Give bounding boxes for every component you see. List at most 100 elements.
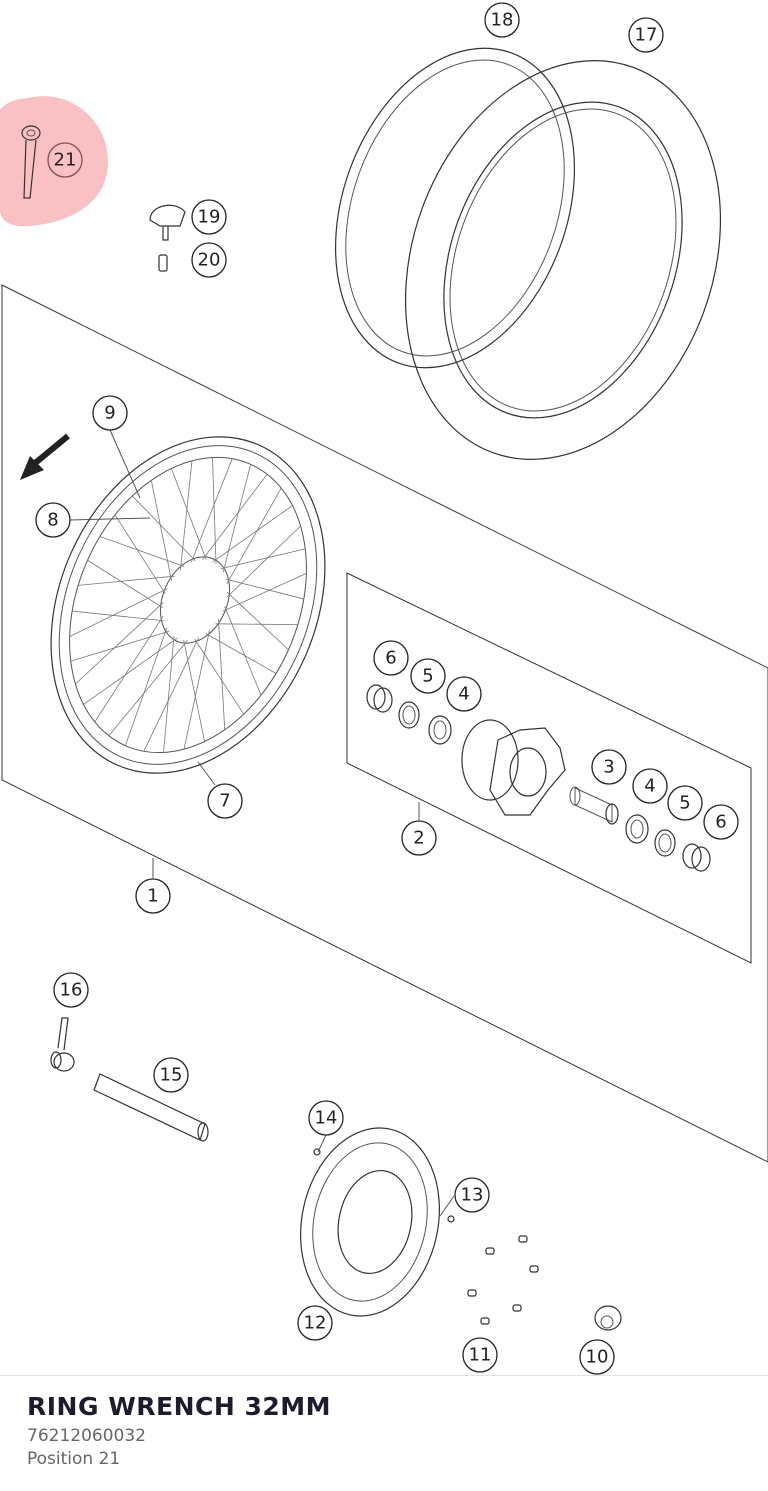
axle-clamp-part[interactable]	[50, 1017, 75, 1072]
callout-18[interactable]: 18	[484, 2, 520, 38]
disc-screw-part[interactable]	[313, 1148, 321, 1156]
wheel-spoke	[171, 468, 207, 561]
collar-nut-part[interactable]	[594, 1305, 622, 1331]
callout-10[interactable]: 10	[579, 1339, 615, 1375]
callout-1[interactable]: 1	[135, 878, 171, 914]
wheel-spoke	[94, 615, 164, 723]
wheel-spoke	[180, 460, 193, 570]
svg-text:3: 3	[603, 757, 614, 778]
spoked-wheel-part[interactable]	[0, 393, 376, 817]
callout-6-left[interactable]: 6	[373, 640, 409, 676]
wheel-spoke	[124, 627, 168, 746]
shaft-seal-left-part[interactable]	[398, 701, 420, 729]
svg-text:6: 6	[385, 648, 396, 669]
valve-nut-part[interactable]	[158, 254, 168, 272]
wheel-spoke	[69, 588, 168, 637]
wheel-spoke	[83, 637, 178, 705]
wheel-spoke	[150, 480, 172, 581]
callout-3[interactable]: 3	[591, 749, 627, 785]
bearing-left-part[interactable]	[428, 715, 452, 745]
wheel-spoke	[78, 575, 175, 586]
svg-text:7: 7	[219, 791, 230, 812]
wheel-spoke	[190, 458, 233, 563]
callout-2[interactable]: 2	[401, 820, 437, 856]
svg-text:21: 21	[54, 150, 77, 171]
shaft-seal-right-part[interactable]	[654, 829, 676, 857]
wheel-assembly-frame	[1, 284, 768, 1163]
wheel-spoke	[222, 464, 252, 573]
svg-text:9: 9	[104, 403, 115, 424]
wheel-spoke	[226, 525, 301, 598]
wheel-spoke	[143, 637, 200, 752]
wheel-spoke	[183, 639, 206, 742]
part-position: Position 21	[27, 1449, 121, 1469]
svg-text:4: 4	[458, 684, 469, 705]
callout-21-selected[interactable]: 21	[47, 142, 83, 178]
wheel-hub-part[interactable]	[461, 719, 566, 816]
callout-14[interactable]: 14	[308, 1100, 344, 1136]
exploded-parts-diagram: 1 2 3 4 4 5 5 6 6 7 8 9 10 11 12 13 14 1…	[0, 2, 768, 1375]
svg-text:13: 13	[461, 1185, 484, 1206]
callout-9[interactable]: 9	[92, 395, 128, 431]
callout-5-left[interactable]: 5	[410, 658, 446, 694]
svg-text:5: 5	[679, 793, 690, 814]
valve-cap-part[interactable]	[149, 204, 186, 241]
bearing-spacer-right-part[interactable]	[682, 843, 711, 872]
svg-text:15: 15	[160, 1065, 183, 1086]
callout-17[interactable]: 17	[628, 17, 664, 53]
svg-text:8: 8	[47, 510, 58, 531]
svg-text:14: 14	[315, 1108, 338, 1129]
callout-5-right[interactable]: 5	[667, 785, 703, 821]
callout-19[interactable]: 19	[191, 199, 227, 235]
wheel-spindle-part[interactable]	[93, 1073, 209, 1142]
part-info-panel: RING WRENCH 32MM 76212060032 Position 21	[0, 1375, 768, 1491]
svg-text:4: 4	[644, 776, 655, 797]
arrow-down-left-icon	[20, 433, 70, 480]
bearing-spacer-left-part[interactable]	[366, 684, 393, 713]
part-title: RING WRENCH 32MM	[27, 1392, 332, 1421]
selected-part-highlight	[0, 96, 108, 227]
svg-text:19: 19	[198, 207, 221, 228]
callout-8[interactable]: 8	[35, 502, 71, 538]
svg-text:18: 18	[491, 10, 514, 31]
callout-11[interactable]: 11	[462, 1337, 498, 1373]
wheel-spoke	[183, 630, 210, 750]
wheel-spoke	[212, 505, 293, 563]
svg-text:17: 17	[635, 25, 658, 46]
callout-20[interactable]: 20	[191, 242, 227, 278]
svg-text:11: 11	[469, 1345, 492, 1366]
leader-lines	[69, 429, 455, 1217]
wheel-spoke	[225, 578, 304, 600]
wheel-spoke	[202, 473, 268, 560]
bearing-right-part[interactable]	[625, 814, 649, 844]
wheel-spoke	[163, 636, 175, 753]
rim-band-part[interactable]	[293, 15, 616, 402]
wheel-spoke	[222, 573, 307, 612]
brake-disc-part[interactable]	[284, 1115, 457, 1329]
svg-text:10: 10	[586, 1347, 609, 1368]
part-number: 76212060032	[27, 1426, 146, 1446]
callout-6-right[interactable]: 6	[703, 804, 739, 840]
wheel-spoke	[194, 638, 245, 715]
tyre-part[interactable]	[352, 16, 768, 504]
svg-text:5: 5	[422, 666, 433, 687]
distance-sleeve-part[interactable]	[569, 786, 619, 825]
callout-4-left[interactable]: 4	[446, 676, 482, 712]
callout-12[interactable]: 12	[297, 1305, 333, 1341]
svg-text:1: 1	[147, 886, 158, 907]
callout-4-right[interactable]: 4	[632, 768, 668, 804]
hub-screws-part[interactable]	[467, 1235, 539, 1325]
callout-7[interactable]: 7	[207, 783, 243, 819]
callout-16[interactable]: 16	[53, 972, 89, 1008]
ring-wrench-part[interactable]	[21, 125, 41, 199]
wheel-spoke	[87, 559, 163, 609]
callout-15[interactable]: 15	[153, 1057, 189, 1093]
svg-text:12: 12	[304, 1313, 327, 1334]
callout-13[interactable]: 13	[454, 1177, 490, 1213]
disc-washer-part[interactable]	[447, 1215, 455, 1223]
wheel-spoke	[132, 495, 196, 562]
wheel-spoke	[75, 602, 164, 685]
wheel-spoke	[212, 457, 217, 564]
wheel-spoke	[226, 487, 282, 585]
wheel-spoke	[226, 592, 289, 651]
